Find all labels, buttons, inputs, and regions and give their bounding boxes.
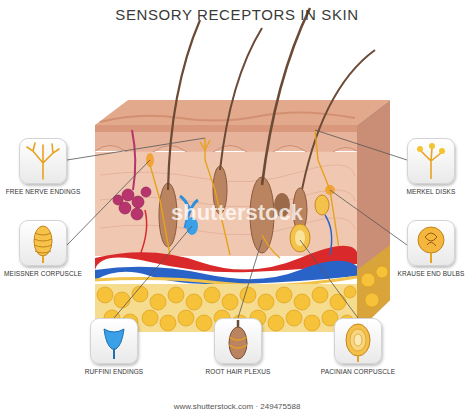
icon-box bbox=[19, 220, 67, 266]
receptor-label: MERKEL DISKS bbox=[391, 188, 471, 196]
icon-box bbox=[334, 318, 382, 364]
receptor-label: PACINIAN CORPUSCLE bbox=[318, 368, 398, 376]
receptor-label: KRAUSE END BULBS bbox=[391, 270, 471, 278]
receptor-node: RUFFINI ENDINGS bbox=[74, 318, 154, 376]
receptor-label: RUFFINI ENDINGS bbox=[74, 368, 154, 376]
icon-box bbox=[407, 138, 455, 184]
receptor-label: MEISSNER CORPUSCLE bbox=[3, 270, 83, 278]
icon-box bbox=[19, 138, 67, 184]
receptor-node: FREE NERVE ENDINGS bbox=[3, 138, 83, 196]
receptor-node: MEISSNER CORPUSCLE bbox=[3, 220, 83, 278]
receptor-node: MERKEL DISKS bbox=[391, 138, 471, 196]
receptor-label: FREE NERVE ENDINGS bbox=[3, 188, 83, 196]
icon-box bbox=[214, 318, 262, 364]
icon-box bbox=[90, 318, 138, 364]
receptor-node: PACINIAN CORPUSCLE bbox=[318, 318, 398, 376]
receptor-node: ROOT HAIR PLEXUS bbox=[198, 318, 278, 376]
receptor-node: KRAUSE END BULBS bbox=[391, 220, 471, 278]
diagram-title: SENSORY RECEPTORS IN SKIN bbox=[0, 6, 474, 23]
receptor-label: ROOT HAIR PLEXUS bbox=[198, 368, 278, 376]
icon-box bbox=[407, 220, 455, 266]
